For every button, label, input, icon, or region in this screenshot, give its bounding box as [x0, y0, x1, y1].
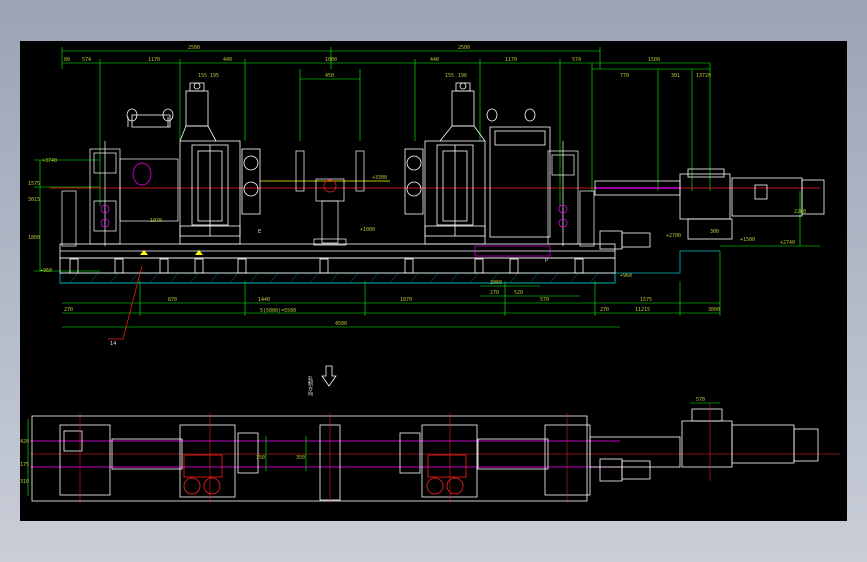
dim-196: 196 — [458, 73, 467, 79]
plan-vertical-axes — [79, 403, 711, 503]
plan-dim-350-a: 350 — [256, 455, 265, 461]
plan-dim-175: 175 — [20, 462, 29, 468]
mill-stand-1 — [126, 82, 261, 245]
base-frame — [59, 243, 616, 274]
top-dimension-text: 2500 2500 80 574 1170 155 195 440 1000 4… — [64, 45, 711, 79]
mid-3300: +3300 — [372, 175, 387, 181]
dim-155: 155 — [198, 73, 207, 79]
plan-dim-350-b: 350 — [296, 455, 305, 461]
elevation-view: 2500 2500 80 574 1170 155 195 440 1000 4… — [28, 45, 825, 347]
dim-1170-right: 1170 — [505, 57, 517, 63]
drive-motor-assembly — [594, 168, 825, 250]
exit-guide-stand — [547, 141, 595, 247]
dim-1500: 1500 — [648, 57, 660, 63]
dim-440: 440 — [223, 57, 232, 63]
btotal-4500: 4500 — [335, 321, 347, 327]
anchor-markers — [140, 250, 203, 255]
bdim-11215: 11215 — [635, 307, 650, 313]
bsmall-520: 520 — [514, 290, 523, 296]
down-arrow-icon — [321, 365, 337, 387]
plan-machine-outline — [31, 408, 819, 502]
dim-right-2500: 2500 — [458, 45, 470, 51]
level-3740: +3740 — [42, 158, 57, 164]
dim-301: 301 — [671, 73, 680, 79]
dim-155-right: 155 — [445, 73, 454, 79]
bdim-1575: 1575 — [640, 297, 652, 303]
rolling-direction: 轧制方向 — [307, 365, 337, 396]
dim-1000: 1000 — [325, 57, 337, 63]
top-dimension-lines — [34, 47, 820, 272]
bsmall-270: 270 — [490, 290, 499, 296]
bottom-dimension-text: 270 870 1440 1870 1575 2060 270 11215 30… — [64, 209, 806, 327]
cad-drawing: 2500 2500 80 574 1170 155 195 440 1000 4… — [20, 45, 840, 503]
level-1575: 1575 — [28, 181, 40, 187]
drawing-sheet: 2500 2500 80 574 1170 155 195 440 1000 4… — [20, 41, 847, 521]
center-spindle-support — [295, 150, 365, 246]
dim-left-2500: 2500 — [188, 45, 200, 51]
level-1800: 1800 — [28, 235, 40, 241]
bdim-1440: 1440 — [258, 297, 270, 303]
dim-440-right: 440 — [430, 57, 439, 63]
hydraulic-unit-rail — [474, 245, 551, 257]
level-960-right: +960 — [620, 273, 632, 279]
bdim-270-right: 270 — [600, 307, 609, 313]
bottom-dimension-lines — [62, 251, 721, 328]
dim-195: 195 — [210, 73, 219, 79]
plan-view: 420 175 310 570 350 350 — [20, 397, 840, 503]
level-labels: +3740 1575 3015 1800 +960 +2700 +2740 +1… — [28, 158, 795, 279]
bdim-870: 870 — [168, 297, 177, 303]
bdim-3000: 3000 — [708, 307, 720, 313]
level-960: +960 — [40, 268, 52, 274]
entry-guide-stand — [61, 141, 179, 247]
plan-roll-pairs — [183, 454, 467, 495]
plan-dimension-lines — [27, 402, 720, 496]
bdim-1870: 1870 — [400, 297, 412, 303]
plan-dim-570: 570 — [696, 397, 705, 403]
plan-dim-310: 310 — [20, 479, 29, 485]
level-3015: 3015 — [28, 197, 40, 203]
dim-574: 574 — [82, 57, 91, 63]
dim-80: 80 — [64, 57, 70, 63]
mill-stand-2 — [404, 82, 551, 245]
small-1070: 1070 — [150, 218, 162, 224]
small-2200: 2200 — [794, 209, 806, 215]
dim-574-right: 574 — [572, 57, 581, 63]
small-300: 300 — [710, 229, 719, 235]
bsmall-570: 570 — [540, 297, 549, 303]
dim-770: 770 — [620, 73, 629, 79]
callout-14: 14 — [110, 341, 116, 347]
level-2700: +2700 — [666, 233, 681, 239]
letter-e: E — [258, 229, 261, 235]
callout-leader — [122, 265, 143, 340]
dim-450: 450 — [325, 73, 334, 79]
plan-dim-420: 420 — [20, 439, 29, 445]
level-1500: +1500 — [740, 237, 755, 243]
bdim-2060: 2060 — [490, 280, 502, 286]
dim-1170: 1170 — [148, 57, 160, 63]
letter-p: P — [545, 258, 548, 264]
bdim-270: 270 — [64, 307, 73, 313]
btotal-5500: 5(5000)=5500 — [260, 308, 296, 314]
mid-1000: +1000 — [360, 227, 375, 233]
dim-13720: 13720 — [696, 73, 711, 79]
level-2740: +2740 — [780, 240, 795, 246]
rolling-direction-label: 轧制方向 — [307, 375, 313, 396]
